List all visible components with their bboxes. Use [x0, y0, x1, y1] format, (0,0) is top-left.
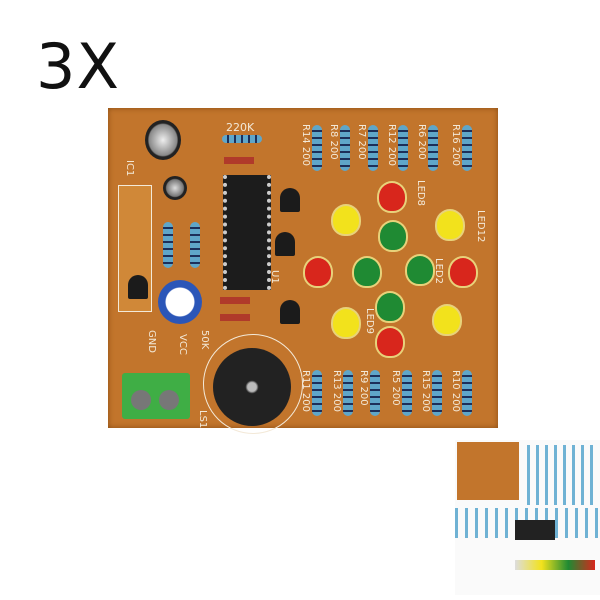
resistor-top [312, 119, 322, 177]
label-led9: LED9 [364, 308, 375, 334]
label-r10: R10 200 [450, 370, 461, 412]
led-green [378, 220, 408, 252]
resistor-bottom [312, 364, 322, 422]
thumbnail-leds [515, 560, 595, 570]
transistor-q1 [280, 188, 300, 212]
label-pot: 50K [199, 330, 210, 350]
label-r12: R12 200 [386, 124, 397, 166]
resistor-bottom [462, 364, 472, 422]
led-yellow [432, 304, 462, 336]
electrolytic-capacitor [145, 120, 181, 160]
led-green [405, 254, 435, 286]
diode-d3 [224, 157, 254, 164]
thumbnail-resistor-strip [527, 445, 595, 505]
thumbnail-parts [515, 520, 555, 540]
quantity-label: 3X [36, 30, 120, 103]
led-yellow [435, 209, 465, 241]
resistor-top [398, 119, 408, 177]
led-yellow [331, 307, 361, 339]
label-r4: 220K [226, 121, 255, 134]
label-r9: R9 200 [358, 370, 369, 406]
label-r5: R5 200 [390, 370, 401, 406]
led-red [303, 256, 333, 288]
label-r14: R14 200 [300, 124, 311, 166]
buzzer [203, 334, 303, 434]
label-r15: R15 200 [420, 370, 431, 412]
label-led2: LED2 [433, 258, 444, 284]
resistor-top [340, 119, 350, 177]
resistor-bottom [343, 364, 353, 422]
label-u1: U1 [269, 270, 280, 284]
label-gnd: GND [146, 330, 157, 353]
led-red [448, 256, 478, 288]
led-green [375, 291, 405, 323]
resistor-top [462, 119, 472, 177]
resistor-r1 [190, 216, 200, 274]
label-ic1: IC1 [124, 160, 135, 177]
label-r16: R16 200 [450, 124, 461, 166]
resistor-r4 [222, 135, 262, 143]
transistor-q2 [275, 232, 295, 256]
resistor-top [428, 119, 438, 177]
label-r13: R13 200 [331, 370, 342, 412]
resistor-bottom [402, 364, 412, 422]
kit-parts-thumbnail [455, 440, 600, 595]
resistor-r2 [163, 216, 173, 274]
screw-icon [159, 390, 179, 410]
transistor [128, 275, 148, 299]
label-led12: LED12 [475, 210, 486, 243]
resistor-top [368, 119, 378, 177]
screw-icon [131, 390, 151, 410]
diode-d2 [220, 314, 250, 321]
transistor-q3 [280, 300, 300, 324]
thumbnail-board [457, 442, 519, 500]
small-capacitor [163, 176, 187, 200]
potentiometer [158, 280, 202, 324]
label-led8: LED8 [415, 180, 426, 206]
resistor-bottom [370, 364, 380, 422]
label-r11: R11 200 [300, 370, 311, 412]
label-ls: LS1 [197, 410, 208, 429]
led-yellow [331, 204, 361, 236]
diode-d1 [220, 297, 250, 304]
label-r6: R6 200 [416, 124, 427, 160]
resistor-bottom [432, 364, 442, 422]
ic-chip-u1 [223, 175, 271, 290]
label-vcc: VCC [177, 334, 188, 355]
buzzer-body [213, 348, 291, 426]
label-r8: R8 200 [328, 124, 339, 160]
led-red [377, 181, 407, 213]
led-red [375, 326, 405, 358]
led-green [352, 256, 382, 288]
label-r7: R7 200 [356, 124, 367, 160]
